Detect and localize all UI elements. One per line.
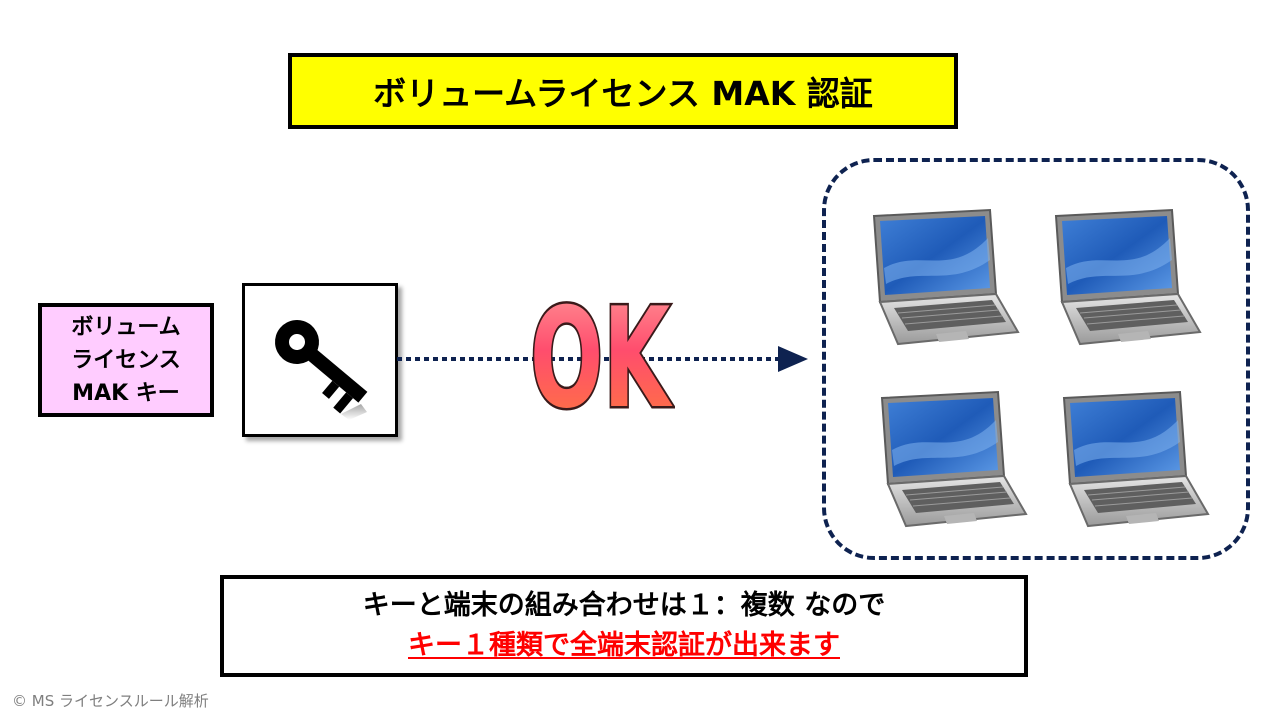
mak-label-line2: ライセンス [71, 347, 181, 373]
laptop-icon [873, 209, 1019, 345]
summary-line1: キーと端末の組み合わせは１：複数 なので [362, 590, 886, 621]
key-card [242, 283, 398, 437]
mak-label-line1: ボリューム [71, 314, 181, 340]
diagram-title: ボリュームライセンス MAK 認証 [288, 53, 958, 129]
copyright-footer: © MS ライセンスルール解析 [12, 692, 209, 710]
key-icon [275, 320, 368, 420]
mak-key-label: ボリューム ライセンス MAK キー [38, 303, 214, 417]
summary-box: キーと端末の組み合わせは１：複数 なので キー１種類で全端末認証が出来ます [220, 575, 1028, 677]
ok-text: OK [530, 288, 673, 418]
laptop-icon [1063, 391, 1209, 527]
flow-arrow [397, 346, 808, 372]
devices-group [822, 158, 1250, 560]
laptop-icon [881, 391, 1027, 527]
ok-stamp: OK [528, 288, 676, 418]
mak-label-line3: MAK キー [72, 380, 180, 406]
laptop-icon [1055, 209, 1201, 345]
summary-line2: キー１種類で全端末認証が出来ます [408, 630, 840, 661]
